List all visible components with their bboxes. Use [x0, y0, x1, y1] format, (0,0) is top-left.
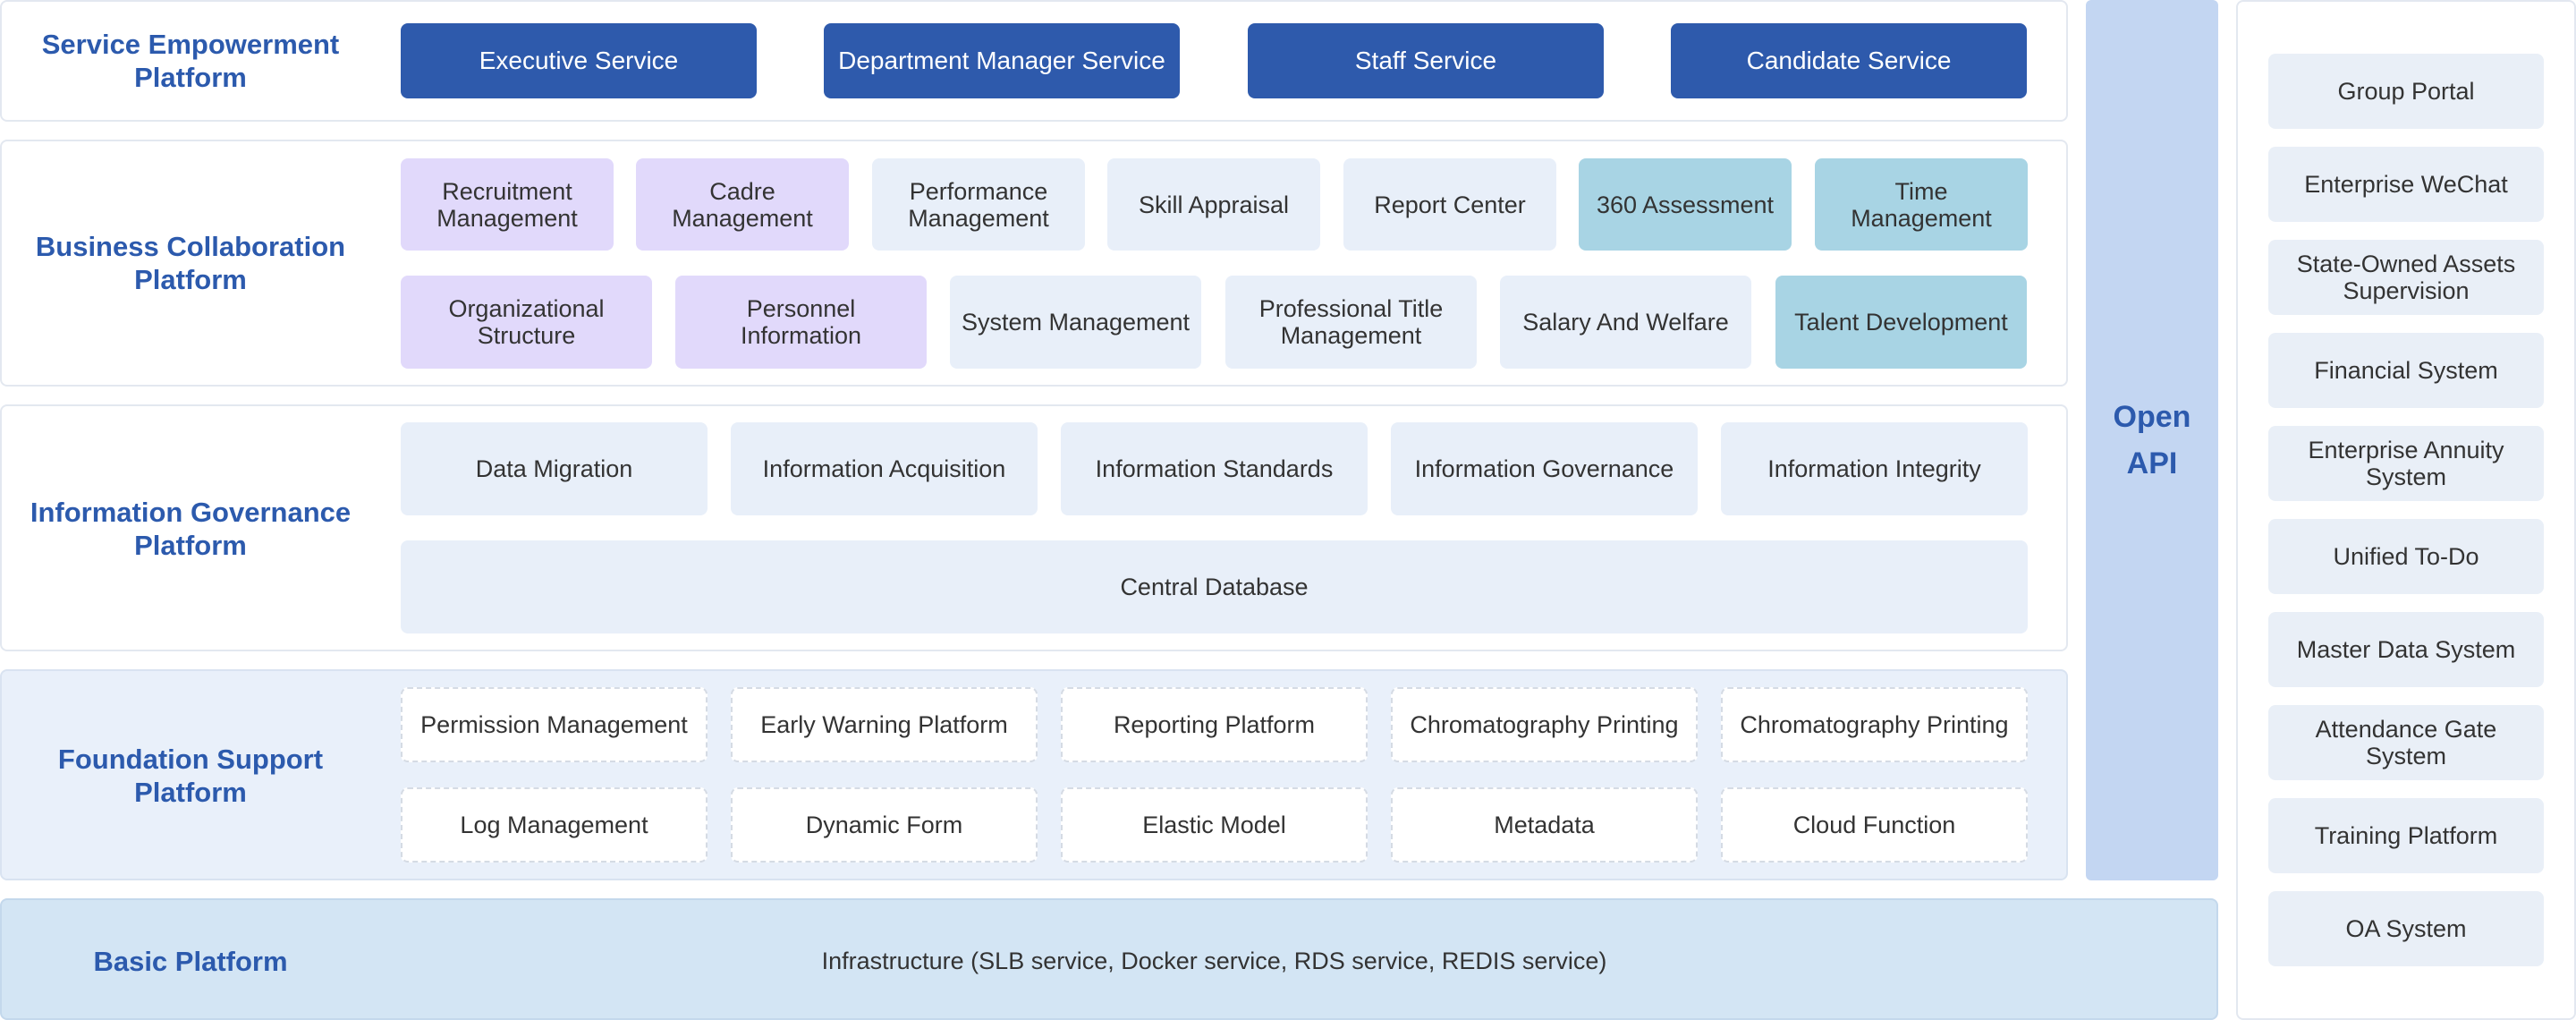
salary-and-welfare-module[interactable]: Salary And Welfare: [1500, 276, 1751, 369]
group-portal-system[interactable]: Group Portal: [2268, 54, 2544, 129]
chromatography-printing-module-2[interactable]: Chromatography Printing: [1721, 687, 2028, 762]
central-database-module[interactable]: Central Database: [401, 540, 2028, 633]
information-integrity-module[interactable]: Information Integrity: [1721, 422, 2028, 515]
department-manager-service-button[interactable]: Department Manager Service: [824, 23, 1180, 98]
report-center-module[interactable]: Report Center: [1343, 158, 1556, 251]
data-migration-module[interactable]: Data Migration: [401, 422, 708, 515]
information-acquisition-module[interactable]: Information Acquisition: [731, 422, 1038, 515]
professional-title-management-module[interactable]: Professional Title Management: [1225, 276, 1477, 369]
open-api-label: Open API: [2113, 400, 2191, 480]
early-warning-platform-module[interactable]: Early Warning Platform: [731, 687, 1038, 762]
business-collaboration-title: Business Collaboration Platform: [35, 231, 346, 295]
infrastructure-label: Infrastructure (SLB service, Docker serv…: [821, 948, 1607, 974]
information-governance-module[interactable]: Information Governance: [1391, 422, 1698, 515]
staff-service-button[interactable]: Staff Service: [1248, 23, 1604, 98]
performance-management-module[interactable]: Performance Management: [872, 158, 1085, 251]
dynamic-form-module[interactable]: Dynamic Form: [731, 787, 1038, 863]
basic-platform-panel: [0, 898, 2218, 1020]
time-management-module[interactable]: Time Management: [1815, 158, 2028, 251]
skill-appraisal-module[interactable]: Skill Appraisal: [1107, 158, 1320, 251]
unified-to-do-system[interactable]: Unified To-Do: [2268, 519, 2544, 594]
service-empowerment-title: Service Empowerment Platform: [41, 29, 340, 93]
master-data-system[interactable]: Master Data System: [2268, 612, 2544, 687]
log-management-module[interactable]: Log Management: [401, 787, 708, 863]
cloud-function-module[interactable]: Cloud Function: [1721, 787, 2028, 863]
oa-system[interactable]: OA System: [2268, 891, 2544, 966]
permission-management-module[interactable]: Permission Management: [401, 687, 708, 762]
enterprise-annuity-system[interactable]: Enterprise Annuity System: [2268, 426, 2544, 501]
basic-platform-title: Basic Platform: [93, 945, 288, 977]
attendance-gate-system[interactable]: Attendance Gate System: [2268, 705, 2544, 780]
chromatography-printing-module[interactable]: Chromatography Printing: [1391, 687, 1698, 762]
financial-system[interactable]: Financial System: [2268, 333, 2544, 408]
cadre-management-module[interactable]: Cadre Management: [636, 158, 849, 251]
foundation-support-title: Foundation Support Platform: [57, 744, 324, 808]
information-governance-title: Information Governance Platform: [30, 497, 352, 561]
organizational-structure-module[interactable]: Organizational Structure: [401, 276, 652, 369]
enterprise-wechat-system[interactable]: Enterprise WeChat: [2268, 147, 2544, 222]
elastic-model-module[interactable]: Elastic Model: [1061, 787, 1368, 863]
system-management-module[interactable]: System Management: [950, 276, 1201, 369]
personnel-information-module[interactable]: Personnel Information: [675, 276, 927, 369]
information-standards-module[interactable]: Information Standards: [1061, 422, 1368, 515]
candidate-service-button[interactable]: Candidate Service: [1671, 23, 2027, 98]
executive-service-button[interactable]: Executive Service: [401, 23, 757, 98]
recruitment-management-module[interactable]: Recruitment Management: [401, 158, 614, 251]
talent-development-module[interactable]: Talent Development: [1775, 276, 2027, 369]
metadata-module[interactable]: Metadata: [1391, 787, 1698, 863]
training-platform-system[interactable]: Training Platform: [2268, 798, 2544, 873]
360-assessment-module[interactable]: 360 Assessment: [1579, 158, 1792, 251]
open-api-bar[interactable]: Open API: [2086, 0, 2218, 880]
reporting-platform-module[interactable]: Reporting Platform: [1061, 687, 1368, 762]
state-owned-assets-supervision-system[interactable]: State-Owned Assets Supervision: [2268, 240, 2544, 315]
